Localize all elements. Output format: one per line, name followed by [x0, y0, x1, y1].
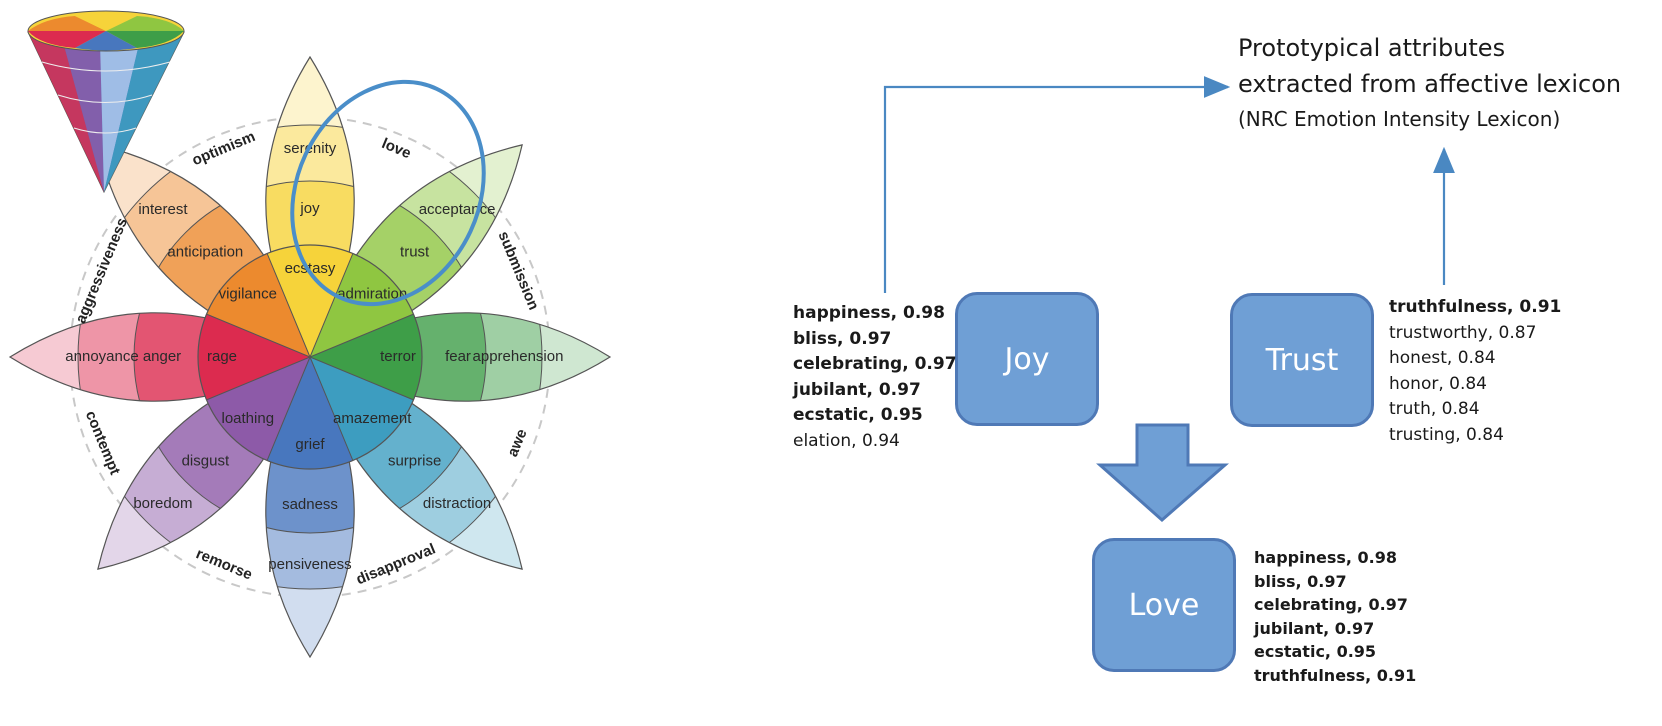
attribute-item: celebrating, 0.97 — [1254, 595, 1408, 614]
core-wedge-green — [310, 280, 422, 434]
emotion-label-boredom: boredom — [133, 495, 192, 512]
love-box: Love — [1092, 538, 1236, 672]
emotion-label-vigilance: vigilance — [219, 286, 277, 303]
petal-blue — [265, 357, 355, 657]
dyad-label-awe: awe — [504, 427, 531, 460]
emotion-label-amazement: amazement — [333, 410, 412, 427]
title-line-1: Prototypical attributes — [1238, 34, 1506, 62]
attribute-item: bliss, 0.97 — [793, 328, 892, 349]
emotion-cone-icon — [27, 10, 185, 194]
emotion-label-anger: anger — [143, 348, 181, 365]
attribute-item: truthfulness, 0.91 — [1389, 297, 1562, 317]
emotion-label-apprehension: apprehension — [473, 348, 564, 365]
love-attribute-list: happiness, 0.98 bliss, 0.97 celebrating, 0… — [1254, 546, 1416, 687]
emotion-label-grief: grief — [295, 436, 325, 453]
petal-green — [310, 312, 610, 402]
attribute-item: jubilant, 0.97 — [793, 379, 921, 400]
attribute-item: trustworthy, 0.87 — [1389, 322, 1537, 343]
emotion-label-surprise: surprise — [388, 453, 441, 470]
emotion-label-loathing: loathing — [222, 410, 275, 427]
emotion-label-ecstasy: ecstasy — [285, 260, 336, 277]
attribute-item: happiness, 0.98 — [793, 303, 945, 323]
dyad-label-remorse: remorse — [193, 545, 254, 583]
highlight-ellipse — [290, 79, 486, 307]
emotion-label-trust: trust — [400, 243, 430, 260]
lexicon-title: Prototypical attributes extracted from a… — [1238, 30, 1621, 136]
emotion-wheel: ecstasyjoyserenityadmirationtrustaccepta… — [8, 10, 612, 659]
emotion-label-annoyance: annoyance — [65, 348, 138, 365]
joy-to-title-arrow — [883, 76, 1231, 293]
attribute-item: happiness, 0.98 — [1254, 548, 1397, 567]
attribute-item: truth, 0.84 — [1389, 399, 1480, 419]
petal-yellow — [265, 57, 355, 357]
emotion-label-pensiveness: pensiveness — [268, 556, 351, 573]
emotion-label-terror: terror — [380, 348, 416, 365]
dyad-label-optimism: optimism — [190, 128, 258, 169]
attribute-item: celebrating, 0.97 — [793, 354, 957, 374]
petal-red — [10, 312, 310, 402]
core-wedge-yellow — [233, 245, 387, 357]
attribute-item: honor, 0.84 — [1389, 373, 1487, 394]
attribute-item: ecstatic, 0.95 — [793, 405, 923, 425]
attribute-item: jubilant, 0.97 — [1254, 618, 1375, 638]
joy-attribute-list: happiness, 0.98 bliss, 0.97 celebrating, 0… — [793, 301, 957, 454]
emotion-label-acceptance: acceptance — [419, 201, 496, 218]
attribute-item: truthfulness, 0.91 — [1254, 665, 1417, 685]
attribute-item: trusting, 0.84 — [1389, 424, 1504, 445]
dyad-label-aggressiveness: aggressiveness — [72, 215, 131, 326]
core-wedge-red — [198, 280, 310, 434]
combine-down-arrow — [1096, 423, 1229, 522]
trust-box: Trust — [1230, 293, 1374, 427]
dyad-label-contempt: contempt — [82, 408, 124, 477]
emotion-label-distraction: distraction — [423, 495, 491, 512]
attribute-item: bliss, 0.97 — [1254, 571, 1347, 591]
attribute-item: ecstatic, 0.95 — [1254, 642, 1377, 661]
emotion-label-disgust: disgust — [182, 453, 230, 470]
dyad-label-submission: submission — [495, 229, 543, 313]
trust-attribute-list: truthfulness, 0.91 trustworthy, 0.87 hones… — [1389, 295, 1561, 448]
attribute-item: honest, 0.84 — [1389, 348, 1496, 368]
core-wedge-blue — [233, 357, 387, 469]
title-line-2: extracted from affective lexicon — [1238, 70, 1622, 98]
emotion-label-interest: interest — [138, 201, 188, 218]
emotion-label-sadness: sadness — [282, 496, 338, 513]
emotion-label-rage: rage — [207, 348, 237, 365]
emotion-label-anticipation: anticipation — [167, 243, 243, 260]
emotion-label-admiration: admiration — [337, 286, 407, 303]
emotion-label-joy: joy — [299, 200, 320, 217]
joy-box: Joy — [955, 292, 1099, 426]
attribute-item: elation, 0.94 — [793, 430, 900, 451]
emotion-label-fear: fear — [445, 348, 471, 365]
title-line-3: (NRC Emotion Intensity Lexicon) — [1238, 107, 1561, 131]
